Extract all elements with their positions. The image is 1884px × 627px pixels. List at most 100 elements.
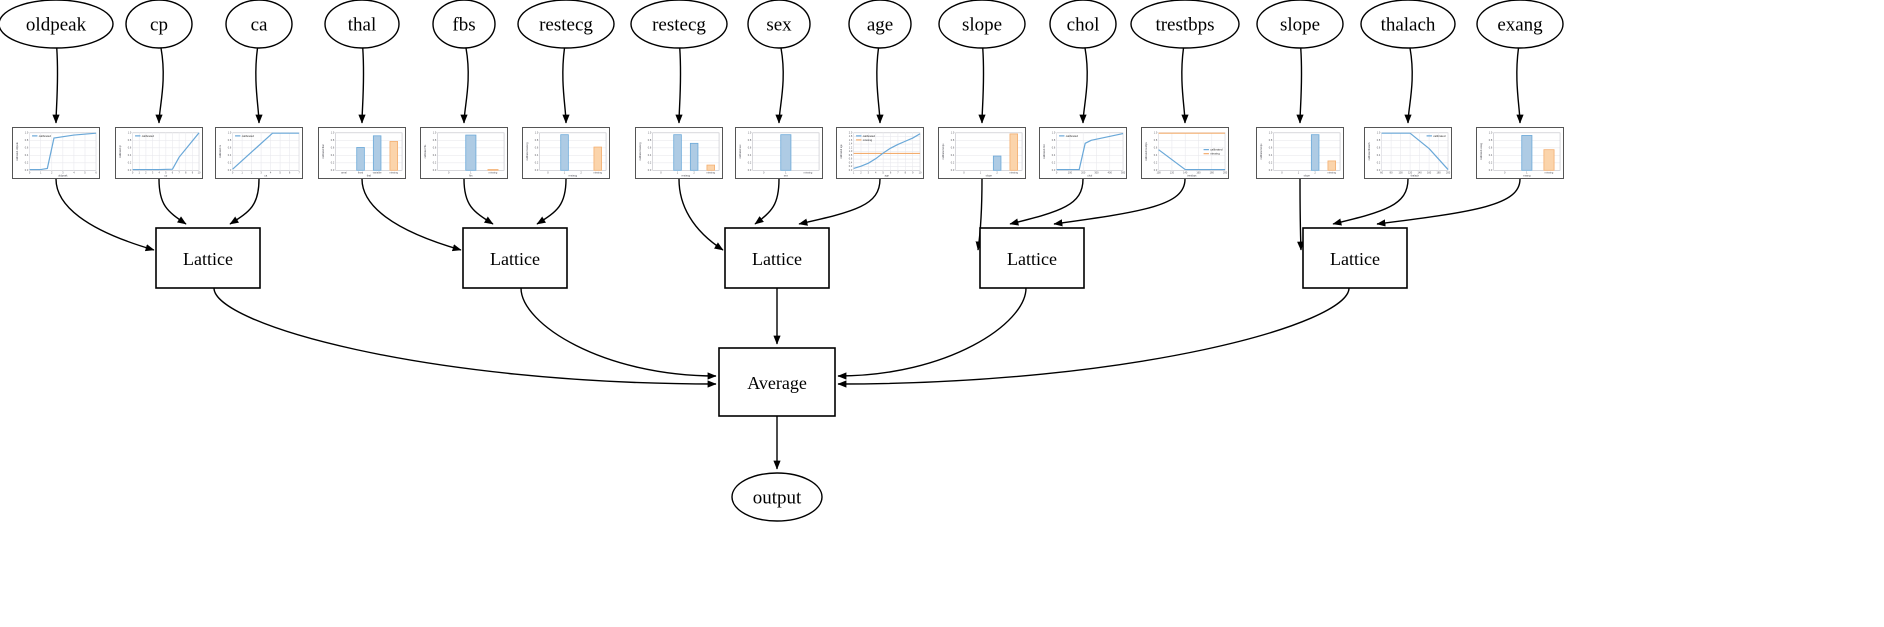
feature-node-label: oldpeak (26, 15, 87, 36)
svg-text:0.2: 0.2 (1052, 161, 1056, 164)
feature-to-calibrator-edge (675, 47, 683, 124)
lattice-node[interactable]: Lattice (979, 227, 1085, 289)
svg-text:chol: chol (1087, 174, 1092, 178)
feature-node[interactable]: age (848, 0, 912, 49)
svg-text:calibrated: calibrated (39, 134, 52, 138)
svg-text:0.0: 0.0 (1052, 169, 1056, 172)
svg-text:2: 2 (860, 171, 862, 174)
svg-text:3: 3 (152, 171, 154, 174)
svg-text:0.0: 0.0 (1154, 169, 1158, 172)
svg-text:0.0: 0.0 (535, 169, 539, 172)
svg-text:140: 140 (1183, 171, 1188, 174)
feature-node[interactable]: sex (747, 0, 811, 49)
feature-node[interactable]: cp (125, 0, 193, 49)
feature-node-label: ca (251, 15, 268, 36)
svg-text:0.8: 0.8 (748, 139, 752, 142)
lattice-node[interactable]: Lattice (724, 227, 830, 289)
svg-text:0: 0 (132, 171, 134, 174)
svg-text:0.2: 0.2 (25, 161, 29, 164)
calibrator-to-lattice-edge (975, 178, 983, 251)
output-node[interactable]: output (731, 472, 823, 522)
feature-node[interactable]: trestbps (1130, 0, 1240, 49)
feature-node[interactable]: fbs (432, 0, 496, 49)
feature-node[interactable]: restecg (517, 0, 615, 49)
lattice-node[interactable]: Lattice (155, 227, 261, 289)
svg-text:80: 80 (1390, 171, 1393, 174)
svg-text:calibrated cp: calibrated cp (119, 144, 122, 158)
svg-text:1: 1 (241, 171, 243, 174)
svg-text:0.6: 0.6 (849, 158, 853, 161)
lattice-node-label: Lattice (183, 249, 233, 269)
svg-text:0.0: 0.0 (128, 169, 132, 172)
svg-text:0: 0 (763, 171, 765, 174)
calibrator-to-lattice-edge (678, 178, 724, 251)
svg-text:0.2: 0.2 (1154, 161, 1158, 164)
svg-text:9: 9 (912, 171, 914, 174)
svg-text:0.4: 0.4 (1377, 154, 1381, 157)
svg-text:0.0: 0.0 (25, 169, 29, 172)
feature-node-label: chol (1067, 15, 1100, 36)
svg-text:5: 5 (882, 171, 884, 174)
feature-to-calibrator-edge (562, 47, 570, 124)
feature-node[interactable]: thalach (1360, 0, 1456, 49)
svg-text:restecg: restecg (569, 174, 578, 178)
calibrator-to-lattice-edge (536, 178, 567, 225)
lattice-to-average-edge (837, 287, 1027, 380)
svg-text:5: 5 (84, 171, 86, 174)
svg-text:2: 2 (1314, 171, 1316, 174)
svg-text:0: 0 (660, 171, 662, 174)
feature-to-calibrator-edge (1296, 47, 1304, 124)
svg-text:7: 7 (298, 171, 300, 174)
svg-text:missing: missing (863, 138, 873, 142)
svg-text:100: 100 (1068, 171, 1073, 174)
svg-text:0.0: 0.0 (433, 169, 437, 172)
svg-text:160: 160 (1196, 171, 1201, 174)
feature-node[interactable]: oldpeak (0, 0, 114, 49)
feature-node[interactable]: thal (324, 0, 400, 49)
feature-node[interactable]: slope (938, 0, 1026, 49)
calibrator-to-lattice-edge (1009, 178, 1084, 226)
feature-node-label: exang (1497, 15, 1543, 36)
calibrator-to-lattice-edge (1297, 178, 1305, 251)
svg-text:0.6: 0.6 (433, 146, 437, 149)
svg-text:age: age (885, 175, 890, 178)
svg-text:0.6: 0.6 (535, 146, 539, 149)
feature-node[interactable]: slope (1256, 0, 1344, 49)
svg-text:0.8: 0.8 (1377, 139, 1381, 142)
svg-text:1.6: 1.6 (849, 139, 853, 142)
svg-text:0.8: 0.8 (1489, 139, 1493, 142)
svg-text:0.6: 0.6 (25, 146, 29, 149)
feature-node[interactable]: chol (1049, 0, 1117, 49)
svg-text:3: 3 (62, 171, 64, 174)
svg-text:calibrated oldpeak: calibrated oldpeak (16, 141, 19, 160)
calibrator-to-lattice-edge (229, 178, 260, 225)
feature-node[interactable]: restecg (630, 0, 728, 49)
svg-text:0.4: 0.4 (1052, 154, 1056, 157)
svg-text:restecg: restecg (682, 174, 691, 178)
feature-node[interactable]: ca (225, 0, 293, 49)
svg-text:calibrated slope: calibrated slope (1260, 143, 1263, 160)
svg-text:0.2: 0.2 (228, 161, 232, 164)
svg-text:0.6: 0.6 (951, 146, 955, 149)
feature-node[interactable]: exang (1476, 0, 1564, 49)
svg-text:0.8: 0.8 (228, 139, 232, 142)
svg-text:slope: slope (986, 174, 993, 178)
svg-text:7: 7 (897, 171, 899, 174)
svg-text:missing: missing (489, 171, 498, 174)
svg-text:slope: slope (1304, 174, 1311, 178)
lattice-node[interactable]: Lattice (462, 227, 568, 289)
svg-text:6: 6 (95, 171, 97, 174)
lattice-node-label: Lattice (490, 249, 540, 269)
feature-to-calibrator-edge (876, 47, 884, 124)
lattice-node[interactable]: Lattice (1302, 227, 1408, 289)
svg-text:calibrated: calibrated (1210, 148, 1223, 152)
feature-to-calibrator-edge (1404, 47, 1413, 124)
average-node[interactable]: Average (718, 347, 836, 417)
svg-text:thal: thal (367, 174, 372, 178)
svg-text:4: 4 (158, 171, 160, 174)
